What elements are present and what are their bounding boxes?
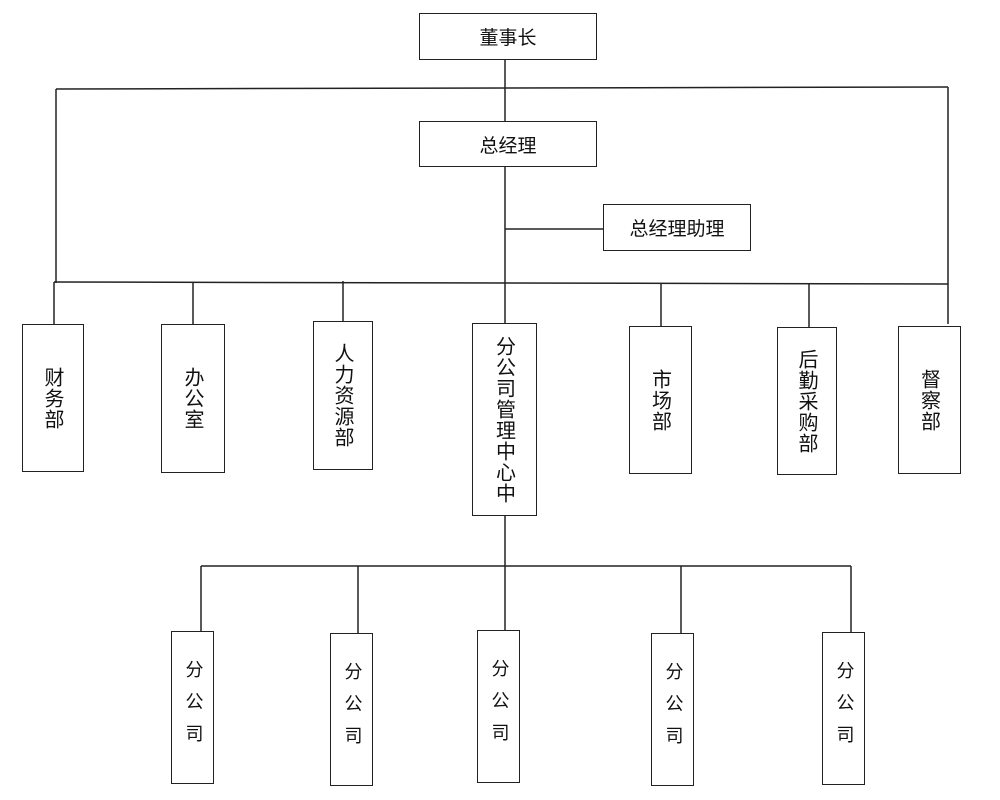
branch-label: 分公司 [662,661,684,758]
connector-top-bus [55,86,949,90]
department-box-office: 办公室 [161,324,225,473]
branch-label: 分公司 [833,660,855,757]
branch-box: 分公司 [822,632,865,785]
department-box-hr: 人力资源部 [313,321,373,470]
branch-box: 分公司 [171,631,214,784]
gm-assistant-box: 总经理助理 [603,204,751,251]
department-label: 分公司管理中心中 [492,335,517,504]
department-label: 财务部 [41,366,65,430]
department-label: 市场部 [648,368,673,432]
department-box-logistics: 后勤采购部 [777,327,837,475]
department-box-finance: 财务部 [22,324,84,472]
connector-dept-bus [53,281,949,285]
chairman-box: 董事长 [419,13,597,60]
branch-box: 分公司 [651,633,694,786]
branch-box: 分公司 [477,630,520,783]
chairman-label: 董事长 [479,27,537,49]
branch-label: 分公司 [182,659,204,756]
branch-label: 分公司 [341,661,363,758]
department-label: 后勤采购部 [795,348,819,454]
general-manager-box: 总经理 [419,121,597,167]
department-label: 督察部 [917,368,942,432]
general-manager-label: 总经理 [479,134,537,157]
branch-label: 分公司 [488,658,510,755]
department-box-branch-center: 分公司管理中心中 [472,323,537,516]
department-label: 办公室 [181,367,205,430]
department-label: 人力资源部 [331,343,355,448]
department-box-market: 市场部 [629,326,692,474]
department-box-supervision: 督察部 [898,326,961,474]
branch-box: 分公司 [330,633,373,786]
gm-assistant-label: 总经理助理 [629,218,725,240]
